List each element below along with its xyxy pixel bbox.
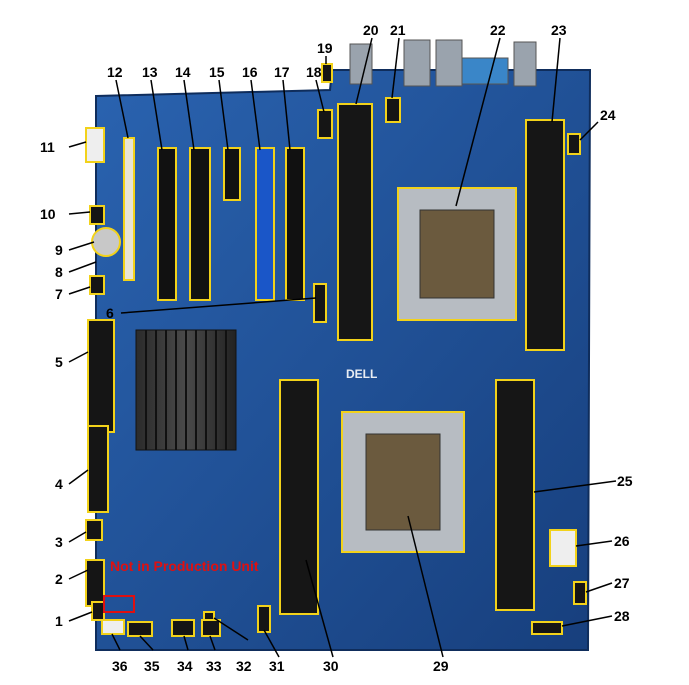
callout-21: 21 (390, 22, 406, 38)
callout-28: 28 (614, 608, 630, 624)
callout-5: 5 (55, 354, 63, 370)
callout-36: 36 (112, 658, 128, 674)
callout-17: 17 (274, 64, 290, 80)
callout-24: 24 (600, 107, 616, 123)
dimm-slots (279, 103, 565, 615)
callout-7: 7 (55, 286, 63, 302)
callout-13: 13 (142, 64, 158, 80)
rear-io-ports (349, 39, 537, 87)
cpu-sockets (341, 187, 517, 553)
callout-16: 16 (242, 64, 258, 80)
callout-32: 32 (236, 658, 252, 674)
callout-25: 25 (617, 473, 633, 489)
callout-18: 18 (306, 64, 322, 80)
callout-22: 22 (490, 22, 506, 38)
callout-19: 19 (317, 40, 333, 56)
callout-2: 2 (55, 571, 63, 587)
callout-12: 12 (107, 64, 123, 80)
callout-1: 1 (55, 613, 63, 629)
callout-3: 3 (55, 534, 63, 550)
callout-4: 4 (55, 476, 63, 492)
callout-30: 30 (323, 658, 339, 674)
expansion-slots (123, 137, 305, 301)
callout-11: 11 (40, 139, 55, 155)
callout-leaders (68, 37, 617, 658)
callout-29: 29 (433, 658, 449, 674)
callout-34: 34 (177, 658, 193, 674)
callout-10: 10 (40, 206, 56, 222)
callout-23: 23 (551, 22, 567, 38)
chipset-heatsink (135, 329, 237, 451)
board-logo: DELL (346, 367, 377, 381)
not-in-production-note: Not in Production Unit (110, 558, 259, 574)
callout-20: 20 (363, 22, 379, 38)
not-in-production-box (103, 595, 135, 613)
callout-33: 33 (206, 658, 222, 674)
callout-35: 35 (144, 658, 160, 674)
callout-8: 8 (55, 264, 63, 280)
callout-6: 6 (106, 305, 114, 321)
callout-27: 27 (614, 575, 630, 591)
callout-9: 9 (55, 242, 63, 258)
onboard-connectors (85, 63, 587, 637)
callout-26: 26 (614, 533, 630, 549)
callout-14: 14 (175, 64, 191, 80)
callout-15: 15 (209, 64, 225, 80)
callout-31: 31 (269, 658, 285, 674)
